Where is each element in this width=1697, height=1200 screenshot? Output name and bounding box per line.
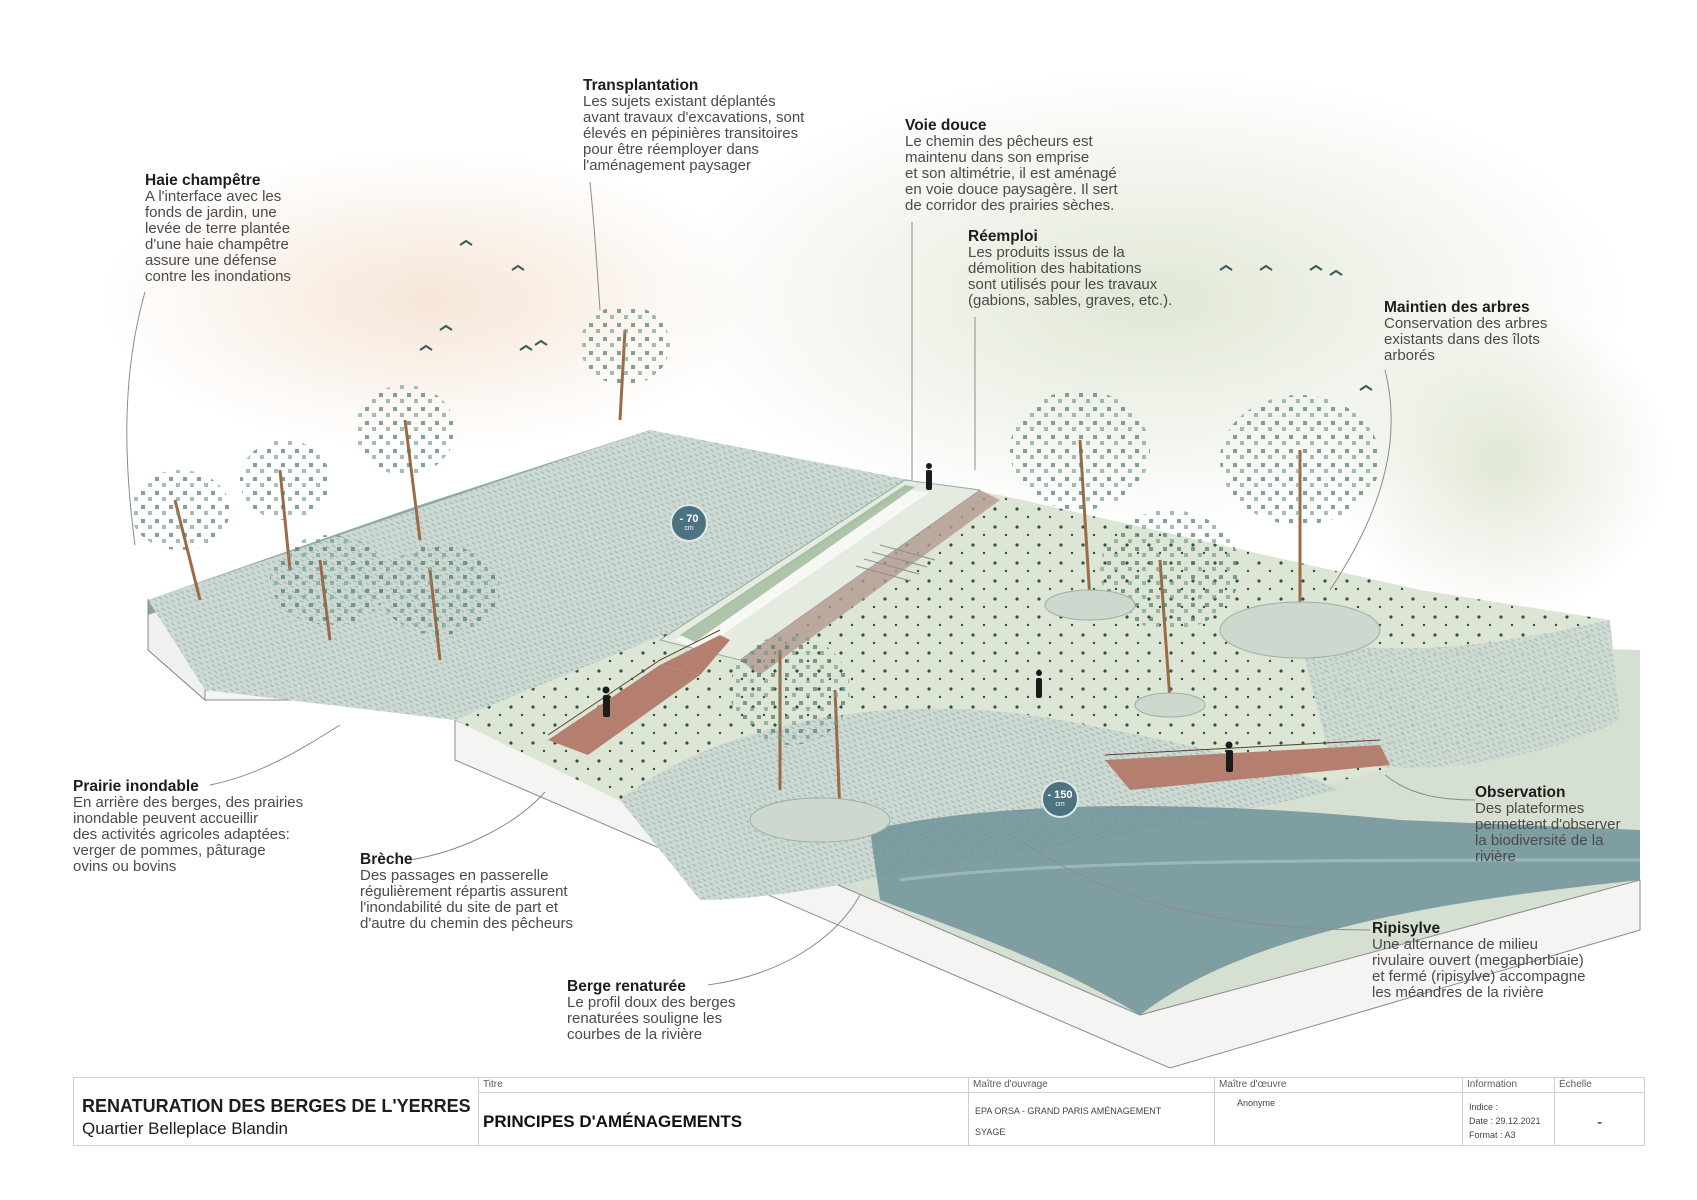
annotation-title: Réemploi [968, 228, 1038, 245]
annotation-body: En arrière des berges, des prairies inon… [73, 794, 304, 875]
tree-canopies [130, 305, 1380, 745]
watercolor-background [100, 70, 1670, 620]
annotation-body: Le profil doux des berges renaturées sou… [567, 994, 736, 1043]
date-label: Date : 29.12.2021 [1469, 1116, 1541, 1126]
annotation-berge-renaturee: Berge renaturée Le profil doux des berge… [567, 979, 735, 1043]
depth-badge-70: - 70 cm [670, 504, 708, 542]
titre-value: PRINCIPES D'AMÉNAGEMENTS [483, 1112, 743, 1131]
echelle-cell: Échelle - [1554, 1078, 1644, 1145]
annotation-body: Les sujets existant déplantés avant trav… [583, 93, 805, 174]
annotation-prairie-inondable: Prairie inondable En arrière des berges,… [73, 779, 303, 875]
annotation-ripisylve: Ripisylve Une alternance de milieu rivul… [1372, 921, 1585, 1001]
maitre-ouvrage-line1: EPA ORSA - GRAND PARIS AMÉNAGEMENT [975, 1106, 1162, 1116]
annotation-title: Prairie inondable [73, 778, 199, 795]
maitre-ouvrage-line2: SYAGE [975, 1127, 1006, 1137]
title-block: RENATURATION DES BERGES DE L'YERRES Quar… [73, 1077, 1645, 1146]
annotation-haie-champetre: Haie champêtre A l'interface avec les fo… [145, 173, 291, 285]
annotation-observation: Observation Des plateformes permettent d… [1475, 785, 1620, 865]
project-block: RENATURATION DES BERGES DE L'YERRES Quar… [82, 1096, 471, 1139]
annotation-body: Conservation des arbres existants dans d… [1384, 315, 1548, 364]
depth-value: - 150 [1047, 789, 1073, 801]
leader-lines [126, 181, 1476, 986]
annotation-title: Brèche [360, 851, 413, 868]
annotation-body: Des plateformes permettent d'observer la… [1475, 800, 1621, 865]
annotation-body: Le chemin des pêcheurs est maintenu dans… [905, 133, 1118, 214]
annotation-body: A l'interface avec les fonds de jardin, … [145, 188, 291, 285]
format-label: Format : A3 [1469, 1130, 1516, 1140]
annotation-maintien-arbres: Maintien des arbres Conservation des arb… [1384, 300, 1547, 364]
information-caption: Information [1467, 1079, 1518, 1090]
annotation-breche: Brèche Des passages en passerelle réguli… [360, 852, 573, 932]
annotation-title: Berge renaturée [567, 978, 686, 995]
annotation-reemploi: Réemploi Les produits issus de la démoli… [968, 229, 1172, 309]
annotation-title: Ripisylve [1372, 920, 1441, 937]
footbridges [547, 629, 1390, 790]
annotation-body: Des passages en passerelle régulièrement… [360, 867, 573, 932]
maitre-oeuvre-cell: Maître d'œuvre Anonyme [1214, 1078, 1463, 1145]
echelle-caption: Échelle [1559, 1079, 1592, 1090]
project-title: RENATURATION DES BERGES DE L'YERRES [82, 1096, 471, 1116]
annotation-voie-douce: Voie douce Le chemin des pêcheurs est ma… [905, 118, 1118, 214]
voie-douce-path [658, 479, 1000, 675]
titre-cell: Titre PRINCIPES D'AMÉNAGEMENTS [478, 1078, 969, 1145]
maitre-ouvrage-caption: Maître d'ouvrage [973, 1079, 1048, 1090]
annotation-body: Les produits issus de la démolition des … [968, 244, 1173, 309]
maitre-oeuvre-value: Anonyme [1237, 1098, 1276, 1108]
depth-unit: cm [1055, 801, 1065, 808]
echelle-value: - [1597, 1114, 1603, 1131]
birds [419, 239, 1373, 391]
annotation-title: Maintien des arbres [1384, 299, 1530, 316]
depth-value: - 70 [679, 513, 699, 525]
people-silhouettes [602, 463, 1233, 772]
maitre-ouvrage-cell: Maître d'ouvrage EPA ORSA - GRAND PARIS … [968, 1078, 1215, 1145]
depth-unit: cm [684, 525, 694, 532]
annotation-transplantation: Transplantation Les sujets existant dépl… [583, 78, 804, 174]
annotation-title: Observation [1475, 784, 1566, 801]
annotation-title: Transplantation [583, 77, 699, 94]
project-subtitle: Quartier Belleplace Blandin [82, 1119, 289, 1138]
annotation-body: Une alternance de milieu rivulaire ouver… [1372, 936, 1586, 1001]
information-cell: Information Indice : Date : 29.12.2021 F… [1462, 1078, 1555, 1145]
titre-caption: Titre [483, 1079, 503, 1090]
tree-islands [749, 589, 1381, 843]
depth-badge-150: - 150 cm [1041, 780, 1079, 818]
annotation-title: Haie champêtre [145, 172, 261, 189]
indice-label: Indice : [1469, 1102, 1499, 1112]
annotation-title: Voie douce [905, 117, 987, 134]
maitre-oeuvre-caption: Maître d'œuvre [1219, 1079, 1287, 1090]
